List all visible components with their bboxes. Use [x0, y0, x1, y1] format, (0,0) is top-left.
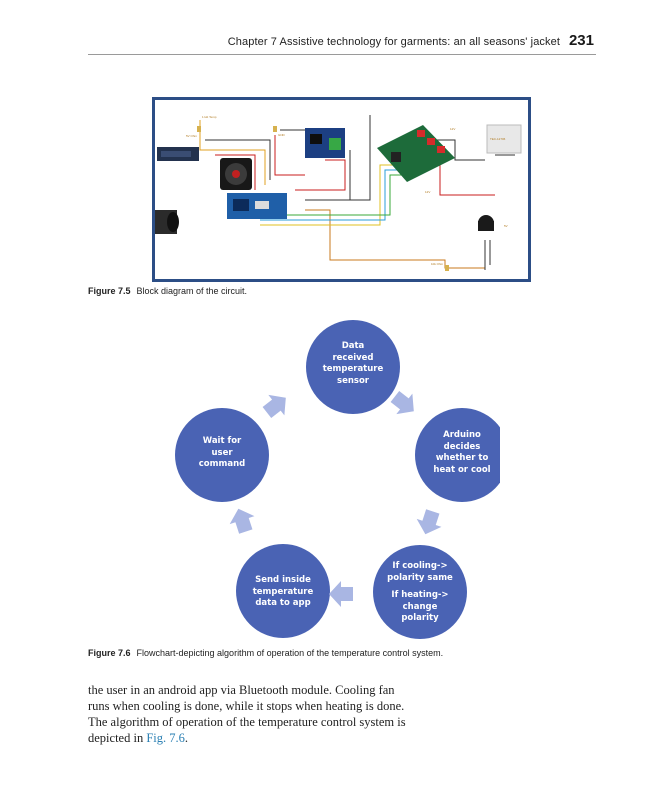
figure-7-6-label: Figure 7.6 [88, 648, 131, 658]
running-header: Chapter 7 Assistive technology for garme… [88, 32, 596, 55]
arrow-3 [329, 581, 353, 607]
node-data-received-text: Data received temperature sensor [322, 341, 384, 386]
arrow-5 [262, 394, 286, 419]
page-number: 231 [568, 32, 594, 49]
arrow-1 [390, 390, 414, 415]
svg-text:GND: GND [278, 133, 286, 137]
figure-7-5-caption: Figure 7.5 Block diagram of the circuit. [88, 286, 247, 296]
figure-7-5-caption-text: Block diagram of the circuit. [136, 286, 248, 296]
svg-text:TEC-12706: TEC-12706 [490, 137, 506, 141]
node-arduino-decides-text: Arduino decides whether to heat or cool [433, 430, 491, 475]
body-line-last: depicted in Fig. 7.6. [88, 731, 189, 745]
node-polarity-text: If cooling-> polarity same If heating-> … [387, 561, 453, 623]
svg-text:5V Ohm: 5V Ohm [186, 134, 198, 138]
svg-text:12V: 12V [425, 190, 430, 194]
node-data-received [306, 320, 400, 414]
figure-7-5-label: Figure 7.5 [88, 286, 131, 296]
arrow-4 [229, 508, 255, 534]
svg-text:1 kΩ Temp: 1 kΩ Temp [202, 115, 217, 119]
node-wait-for-user-text: Wait for user command [198, 436, 246, 469]
arrow-2 [416, 509, 442, 535]
circuit-diagram: TEC-12706 1 kΩ Temp 5V Ohm GND 12V 12V 1… [152, 97, 531, 282]
circuit-illustration: TEC-12706 1 kΩ Temp 5V Ohm GND 12V 12V 1… [155, 115, 522, 271]
svg-text:10k Ohm: 10k Ohm [431, 262, 444, 266]
node-wait-for-user [175, 408, 269, 502]
body-paragraph: the user in an android app via Bluetooth… [88, 682, 444, 746]
svg-text:5V: 5V [504, 224, 508, 228]
node-arduino-decides [415, 408, 500, 502]
body-line: the user in an android app via Bluetooth… [88, 683, 395, 697]
body-line: runs when cooling is done, while it stop… [88, 699, 405, 713]
figure-7-6-link[interactable]: Fig. 7.6 [146, 731, 185, 745]
node-polarity [373, 545, 467, 639]
node-send-inside-text: Send inside temperature data to app [252, 575, 314, 608]
figure-7-6-caption: Figure 7.6 Flowchart-depicting algorithm … [88, 648, 443, 658]
svg-text:12V: 12V [450, 127, 455, 131]
chapter-title: Chapter 7 Assistive technology for garme… [227, 36, 560, 48]
figure-7-6-caption-text: Flowchart-depicting algorithm of operati… [136, 648, 444, 658]
node-send-inside [236, 544, 330, 638]
body-line: The algorithm of operation of the temper… [88, 715, 406, 729]
flowchart-cycle [175, 320, 500, 639]
